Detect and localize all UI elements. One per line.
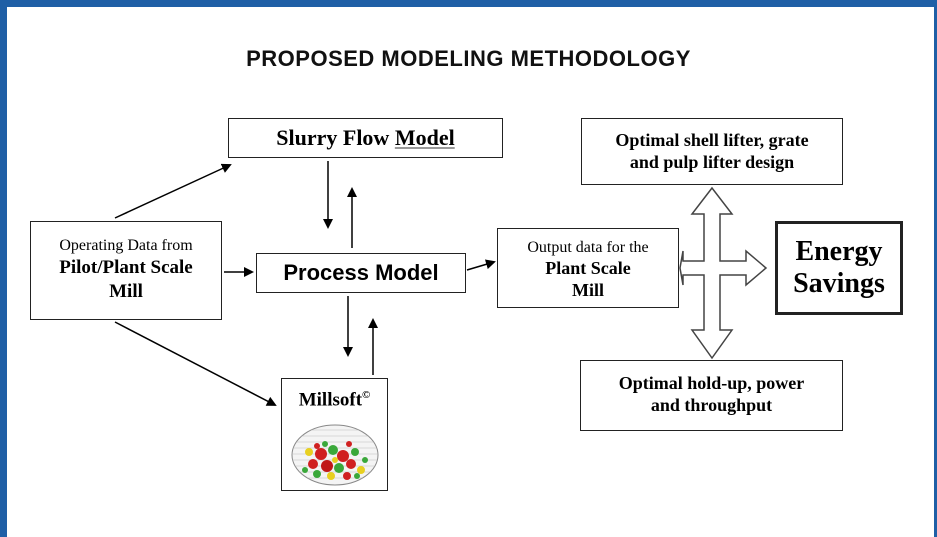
process-model-box: Process Model <box>256 253 466 293</box>
operating-line-1: Operating Data from <box>59 237 193 254</box>
shell-line-2: and pulp lifter design <box>629 152 795 172</box>
holdup-line-2: and throughput <box>650 395 773 415</box>
energy-line-1: Energy <box>795 236 883 267</box>
diagram-title: PROPOSED MODELING METHODOLOGY <box>246 46 691 71</box>
mill-simulation-image <box>291 424 379 486</box>
four-way-arrow <box>679 186 768 360</box>
operating-line-3: Mill <box>109 281 143 302</box>
energy-savings-box: Energy Savings <box>775 221 903 315</box>
slurry-flow-model-box: Slurry Flow Model <box>228 118 503 158</box>
arrow-process-to-output <box>466 259 496 271</box>
slurry-model-label: Model <box>394 125 455 150</box>
arrow-operating-to-millsoft <box>114 321 277 406</box>
energy-line-2: Savings <box>793 268 885 299</box>
millsoft-label: Millsoft <box>298 389 363 411</box>
top-border <box>0 0 937 7</box>
holdup-power-box: Optimal hold-up, power and throughput <box>580 360 843 431</box>
output-line-3: Mill <box>572 280 604 300</box>
arrow-operating-to-slurry <box>114 163 232 219</box>
shell-lifter-design-box: Optimal shell lifter, grate and pulp lif… <box>581 118 843 185</box>
operating-data-box: Operating Data from Pilot/Plant Scale Mi… <box>30 221 222 320</box>
copyright-mark: © <box>362 389 371 401</box>
slurry-flow-label: Slurry Flow <box>276 125 395 150</box>
output-line-2: Plant Scale <box>545 258 631 278</box>
shell-line-1: Optimal shell lifter, grate <box>615 130 809 150</box>
right-border <box>934 0 937 537</box>
operating-line-2: Pilot/Plant Scale <box>59 257 193 278</box>
left-border <box>0 0 7 537</box>
output-data-box: Output data for the Plant Scale Mill <box>497 228 679 308</box>
output-line-1: Output data for the <box>527 239 649 256</box>
holdup-line-1: Optimal hold-up, power <box>618 373 805 393</box>
